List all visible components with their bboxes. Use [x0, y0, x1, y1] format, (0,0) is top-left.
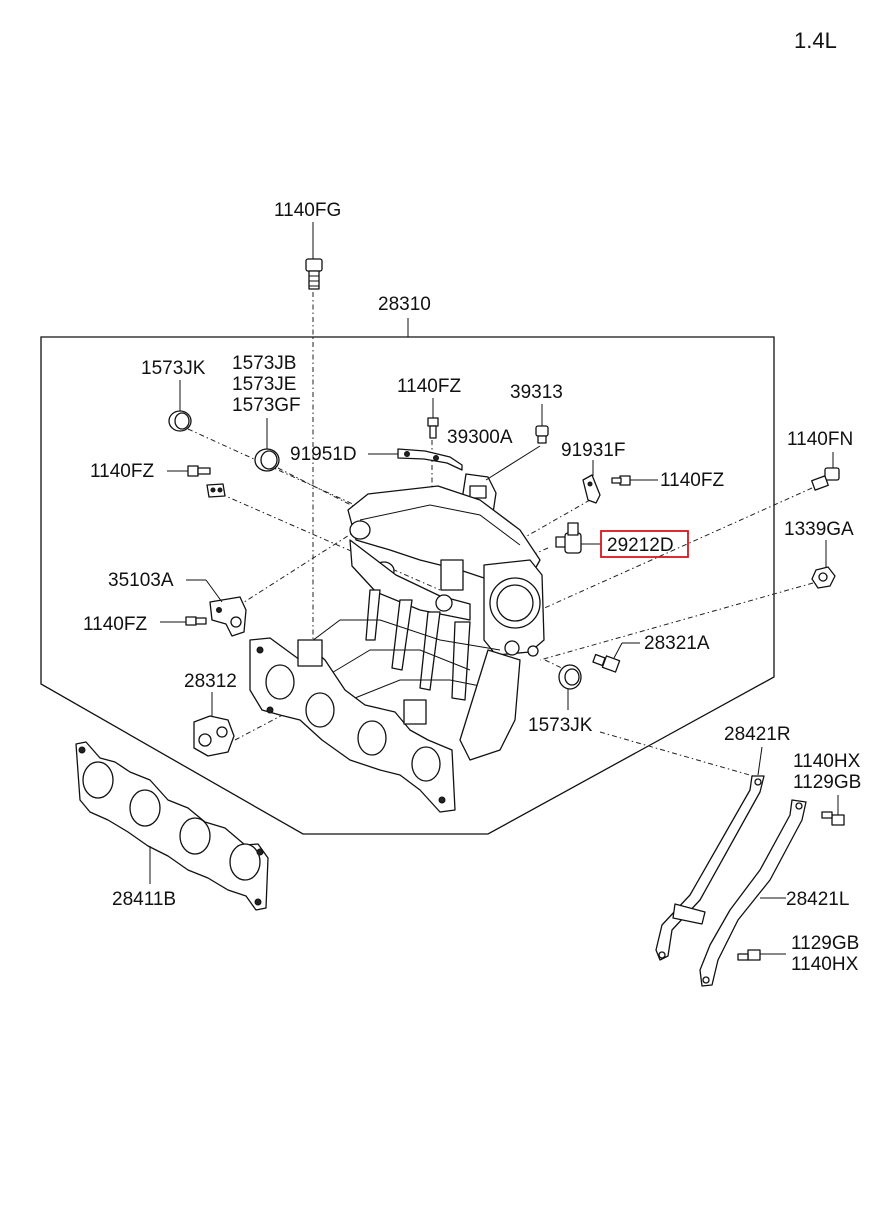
label-1140fg: 1140FG	[274, 200, 341, 221]
valve-28312	[193, 715, 235, 757]
label-1140hx-lower: 1140HX	[791, 954, 859, 975]
label-1140fn: 1140FN	[787, 429, 853, 450]
bolt-1140fn	[811, 467, 840, 491]
label-91931f: 91931F	[561, 440, 625, 461]
screw-39313	[535, 425, 549, 444]
highlight-box	[600, 530, 689, 558]
intake-manifold	[249, 485, 545, 813]
bolt-1129gb-lower	[737, 949, 761, 961]
label-28312: 28312	[184, 671, 237, 692]
plug-1573jb	[254, 448, 280, 472]
bracket-small-left	[206, 483, 226, 498]
label-35103a: 35103A	[108, 570, 174, 591]
bracket-91931f	[582, 474, 601, 504]
label-28310: 28310	[378, 294, 431, 315]
label-1140fz-bracket: 1140FZ	[83, 614, 147, 635]
plug-1573jk	[168, 410, 192, 432]
assembly-outline	[40, 336, 775, 835]
sensor-35103a	[209, 596, 247, 637]
label-1129gb-lower: 1129GB	[791, 933, 859, 954]
ring-1573jk-lower	[558, 664, 582, 690]
label-1140fz-right: 1140FZ	[660, 470, 724, 491]
label-28421r: 28421R	[724, 724, 791, 745]
engine-variant-label: 1.4L	[794, 28, 837, 53]
label-1573jb: 1573JB	[232, 353, 296, 374]
label-1573jk-upper: 1573JK	[141, 358, 206, 379]
bolt-1140fz-top	[427, 417, 439, 439]
sensor-28321a	[592, 653, 621, 673]
bolt-1140fz-bracket	[185, 616, 207, 626]
label-1339ga: 1339GA	[784, 519, 854, 540]
label-28421l: 28421L	[786, 889, 849, 910]
bracket-91951d	[397, 448, 463, 471]
label-1140fz-left: 1140FZ	[90, 461, 154, 482]
label-1140fz-top: 1140FZ	[397, 376, 461, 397]
label-1573jk-lower: 1573JK	[528, 715, 593, 736]
stay-28421l	[699, 799, 807, 987]
label-1140hx-upper: 1140HX	[793, 751, 861, 772]
stay-28421r	[655, 775, 765, 961]
nut-1339ga	[811, 566, 836, 589]
fitting-29212d	[555, 522, 582, 554]
bolt-1140fg	[305, 258, 323, 290]
bolt-1140fz-right	[611, 475, 631, 486]
label-39313: 39313	[510, 382, 563, 403]
bolt-1140hx-upper	[821, 811, 845, 826]
label-29212d: 29212D	[607, 535, 674, 556]
label-1129gb-upper: 1129GB	[793, 772, 861, 793]
label-28321a: 28321A	[644, 633, 710, 654]
part-labels: 1140FG 28310 1573JK 1573JB 1573JE 1573GF…	[83, 200, 861, 975]
label-39300a: 39300A	[447, 427, 513, 448]
label-91951d: 91951D	[290, 444, 357, 465]
bolt-1140fz-left	[187, 465, 211, 477]
label-1573je: 1573JE	[232, 374, 296, 395]
gasket-28411b	[75, 741, 269, 911]
label-28411b: 28411B	[112, 889, 176, 910]
label-1573gf: 1573GF	[232, 395, 301, 416]
